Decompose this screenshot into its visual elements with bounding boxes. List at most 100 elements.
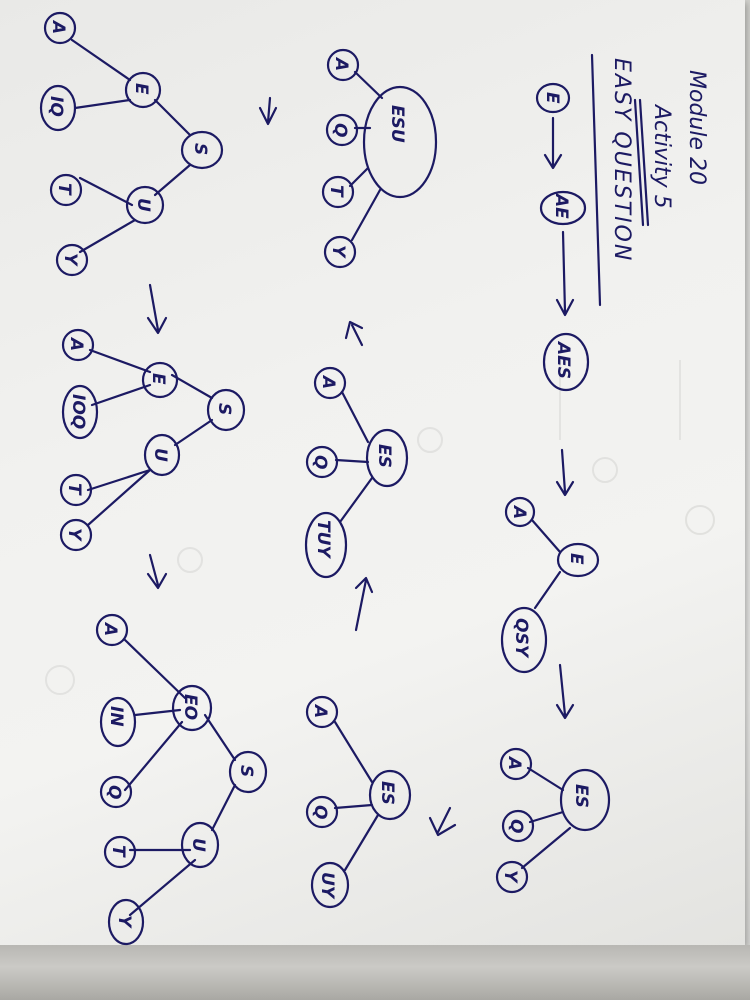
node-label: Q [330,123,350,137]
tree-node [365,428,409,488]
tree-node [501,809,535,843]
tree-node [107,898,145,946]
node-label: Y [114,915,134,929]
node-label: T [54,183,74,196]
tree-node [55,243,89,277]
node-label: ES [377,781,397,805]
arrow-step-8 [258,96,278,126]
tree-node [99,775,133,809]
tree-node [326,48,360,82]
node-label: Y [500,870,520,884]
node-label: UY [317,872,337,900]
tree-node [99,696,137,748]
tree-step-1: E [535,82,571,114]
tree-node [171,684,213,732]
node-label: ES [374,444,394,468]
tree-node [228,750,268,794]
tree-node [59,518,93,552]
notebook-page [0,0,745,945]
tree-node [539,190,587,226]
node-label: U [188,838,208,852]
node-label: IOQ [68,394,88,429]
tree-step-3: AES [542,332,590,392]
node-label: U [133,198,153,212]
notebook-edge [0,945,750,1000]
tree-node [559,768,611,832]
tree-node [362,85,438,199]
tree-node [61,328,95,362]
node-label: E [542,92,562,104]
node-label: A [66,336,86,351]
node-label: A [48,19,68,34]
tree-node [323,235,357,269]
node-label: Y [64,528,84,542]
node-label: S [236,765,256,777]
arrow-step-1 [543,116,563,170]
tree-node [95,613,129,647]
activity-subtitle: Activity 5 [649,103,674,209]
tree-node [61,384,99,440]
tree-node [180,130,224,170]
tree-node [321,175,355,209]
tree-node [49,173,83,207]
node-label: T [326,185,346,198]
node-label: AE [551,192,571,219]
tree-node [499,747,533,781]
node-label: T [108,845,128,858]
tree-node [542,332,590,392]
node-label: TUY [313,520,333,559]
tree-node [180,821,220,869]
tree-node [206,388,246,432]
tree-node [124,71,162,109]
node-label: T [64,483,84,496]
tree-node [141,361,179,399]
tree-node [313,366,347,400]
node-label: A [100,621,120,636]
tree-node [103,835,137,869]
arrow-step-2 [555,230,575,317]
module-title: Module 20 [684,70,709,185]
tree-node [495,860,529,894]
node-label: A [331,56,351,71]
node-label: S [190,143,210,155]
tree-node [310,861,350,909]
tree-step-10: S E U A IOQ T Y [59,328,246,552]
node-label: E [131,83,151,95]
arrow-step-9 [146,283,168,335]
tree-step-11: S EO U A IN Q T Y [95,613,268,946]
arrow-step-10 [146,553,168,590]
tree-step-7: ES A Q TUY [304,366,409,579]
tree-step-6: ES A Q UY [305,695,412,909]
tree-node [556,542,600,578]
tree-node [325,113,359,147]
tree-node [59,473,93,507]
arrow-step-7 [344,320,364,347]
node-label: U [150,448,170,462]
node-label: IQ [46,96,66,117]
tree-node [143,433,181,477]
node-label: Y [328,245,348,259]
node-label: A [318,374,338,389]
node-label: A [509,504,529,519]
subtitle-underline-1 [638,98,650,227]
tree-node [500,606,548,674]
node-label: A [504,755,524,770]
arrow-step-3 [555,448,575,497]
tree-step-5: ES A Q Y [495,747,611,894]
node-label: EO [180,694,200,720]
node-label: ESU [387,105,407,143]
node-label: Q [310,455,330,469]
node-label: Q [104,785,124,799]
bleed-through-marks [45,360,715,695]
node-label: E [566,553,586,565]
node-label: Y [60,253,80,267]
title-block: Module 20 Activity 5 EASY QUESTION [590,53,709,307]
node-label: Q [310,805,330,819]
tree-node [125,185,165,225]
tree-node [39,84,77,132]
node-label: IN [106,706,126,727]
tree-step-2: AE [539,190,587,226]
tree-step-8: ESU A Q T Y [321,48,438,269]
tree-node [305,445,339,479]
